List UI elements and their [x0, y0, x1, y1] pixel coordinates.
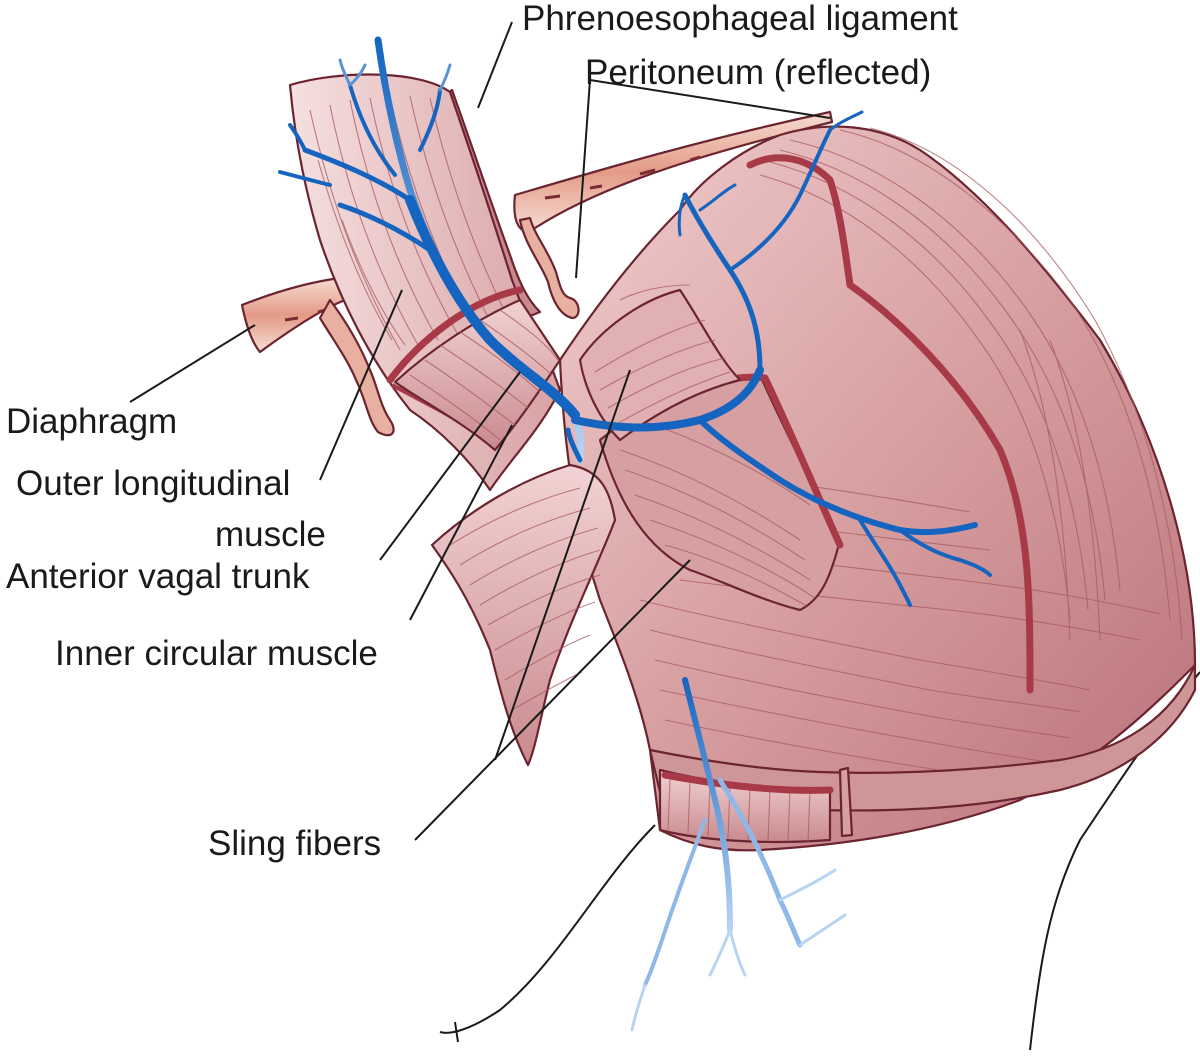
stomach-illustration — [430, 125, 1197, 852]
label-sling-fibers: Sling fibers — [208, 824, 381, 863]
labels: Phrenoesophageal ligament Peritoneum (re… — [6, 0, 958, 863]
label-inner-circular-muscle: Inner circular muscle — [55, 634, 378, 673]
leader-inner-circular — [409, 424, 513, 621]
label-peritoneum-reflected: Peritoneum (reflected) — [585, 53, 931, 92]
label-outer-longitudinal-line1: Outer longitudinal — [16, 464, 290, 503]
label-outer-longitudinal-line2: muscle — [215, 515, 326, 554]
label-anterior-vagal-trunk: Anterior vagal trunk — [6, 557, 310, 596]
label-phrenoesophageal-ligament: Phrenoesophageal ligament — [522, 0, 958, 38]
leader-sling-fibers-b — [414, 559, 691, 841]
label-diaphragm: Diaphragm — [6, 402, 177, 441]
leader-peritoneum-upper — [589, 79, 831, 119]
leader-phrenoesophageal-ligament — [477, 21, 513, 109]
diaphragm-illustration — [240, 88, 834, 437]
leader-anterior-vagal-trunk — [379, 371, 521, 561]
leader-diaphragm — [129, 324, 256, 403]
leader-peritoneum — [575, 79, 591, 279]
leader-lines — [129, 21, 831, 841]
leader-sling-fibers-a — [494, 369, 631, 761]
leader-outer-longitudinal — [319, 289, 403, 481]
